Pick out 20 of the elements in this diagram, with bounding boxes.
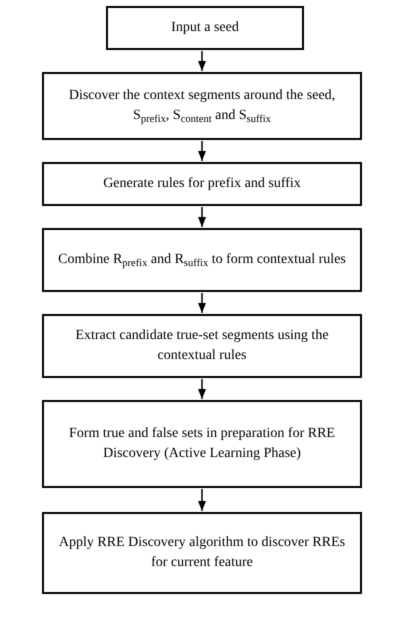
- process-box: [42, 162, 362, 206]
- process-box: [42, 400, 362, 488]
- step-text: Generate rules for prefix and suffix: [103, 175, 301, 193]
- process-box: [42, 512, 362, 594]
- process-box: [42, 314, 362, 378]
- step-text: Form true and false sets in preparation for RRE Discovery (Active Learning Phase): [68, 425, 336, 463]
- step-text: Input a seed: [171, 19, 239, 37]
- process-box: [42, 72, 362, 140]
- step-text: Extract candidate true-set segments using the contextual rules: [74, 327, 330, 365]
- step-text: Apply RRE Discovery algorithm to discover RREs for current feature: [58, 534, 346, 572]
- step-text: Combine R$_{prefix}$ and R$_{suffix}$ to form contextual rules: [58, 251, 346, 270]
- step-text: Discover the context segments around the seed, S$_{prefix}$, S$_{content}$ and S$_{suffix}$: [68, 87, 336, 126]
- arrow: [198, 489, 206, 511]
- process-box: [106, 6, 304, 50]
- process-box: [42, 228, 362, 292]
- arrow: [198, 141, 206, 161]
- arrow: [198, 379, 206, 399]
- arrow: [198, 51, 206, 71]
- arrow: [198, 293, 206, 313]
- arrow: [198, 207, 206, 227]
